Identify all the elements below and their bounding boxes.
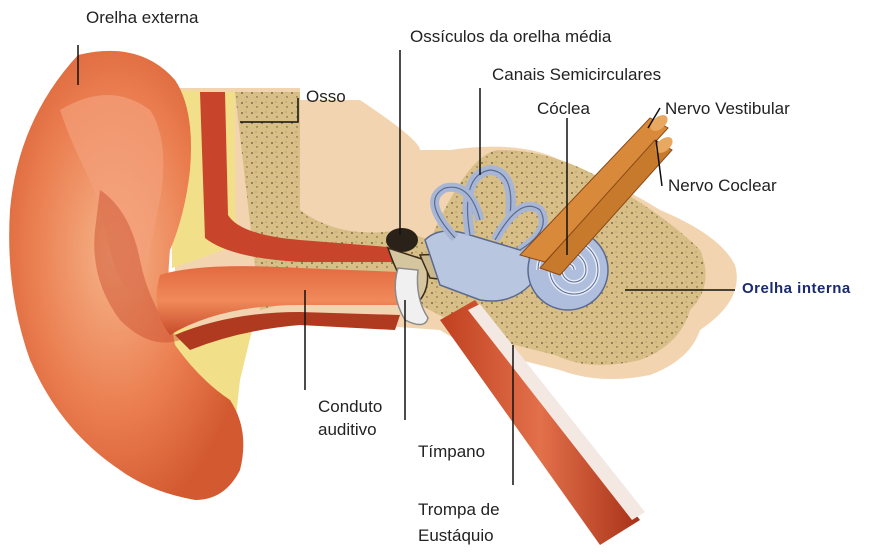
label-eustachian-line2: Eustáquio — [418, 526, 494, 546]
label-ossicles: Ossículos da orelha média — [410, 27, 611, 47]
label-cochlear-nerve: Nervo Coclear — [668, 176, 777, 196]
label-outer-ear: Orelha externa — [86, 8, 198, 28]
label-cochlea: Cóclea — [537, 99, 590, 119]
label-canal-line1: Conduto — [318, 397, 382, 417]
label-bone: Osso — [306, 87, 346, 107]
label-semicircular-canals: Canais Semicirculares — [492, 65, 661, 85]
label-canal-line2: auditivo — [318, 420, 377, 440]
label-eardrum: Tímpano — [418, 442, 485, 462]
label-vestibular-nerve: Nervo Vestibular — [665, 99, 790, 119]
label-inner-ear: Orelha interna — [742, 279, 851, 299]
label-eustachian-line1: Trompa de — [418, 500, 500, 520]
